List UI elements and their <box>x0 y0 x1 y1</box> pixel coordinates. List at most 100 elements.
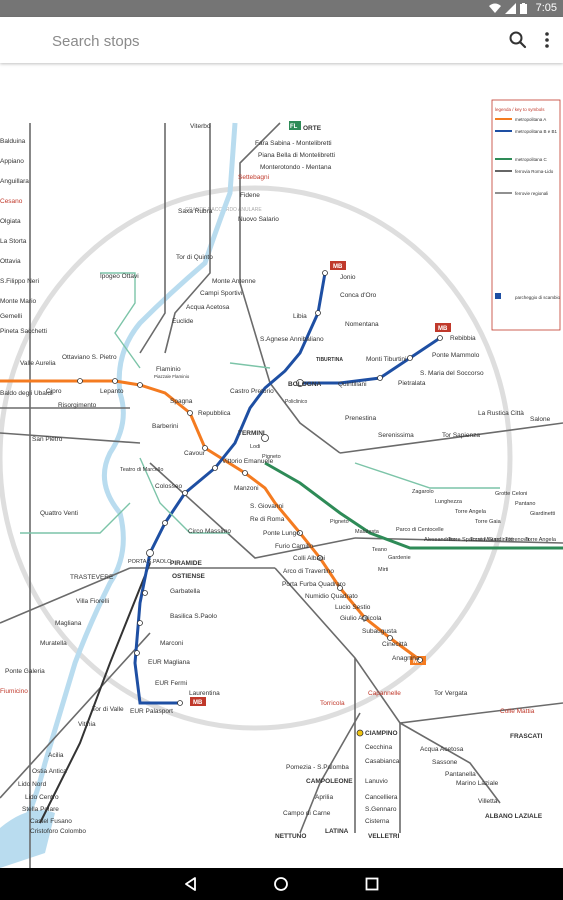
svg-text:Fiumicino: Fiumicino <box>0 688 28 695</box>
svg-text:Lucio Sestio: Lucio Sestio <box>335 604 371 611</box>
metro-map[interactable]: GRANDE RACCORDO ANULARE <box>0 63 563 868</box>
wifi-icon <box>489 3 501 13</box>
svg-text:La Rustica Città: La Rustica Città <box>478 410 524 417</box>
svg-text:Acilia: Acilia <box>48 752 64 759</box>
battery-icon <box>520 3 527 14</box>
svg-text:Lunghezza: Lunghezza <box>435 499 463 505</box>
svg-text:Salone: Salone <box>530 416 551 423</box>
svg-text:Furio Camillo: Furio Camillo <box>275 543 314 550</box>
svg-text:Rebibbia: Rebibbia <box>450 335 476 342</box>
svg-text:Anguillara: Anguillara <box>0 178 29 185</box>
svg-text:EUR Magliana: EUR Magliana <box>148 659 190 666</box>
svg-text:Grotte Celoni: Grotte Celoni <box>495 491 527 497</box>
more-vert-icon[interactable] <box>537 30 557 50</box>
tiber-river <box>17 122 238 835</box>
svg-text:Baldo degli Ubaldi: Baldo degli Ubaldi <box>0 390 52 397</box>
svg-text:CAMPOLEONE: CAMPOLEONE <box>306 778 353 785</box>
legend-title: legenda / key to symbols <box>495 107 545 112</box>
svg-text:Serenissima: Serenissima <box>378 432 414 439</box>
svg-text:Euclide: Euclide <box>172 318 194 325</box>
svg-text:Tor di Valle: Tor di Valle <box>92 706 124 713</box>
svg-text:Torre Angela: Torre Angela <box>455 509 487 515</box>
svg-text:Cristoforo Colombo: Cristoforo Colombo <box>30 828 86 835</box>
svg-text:MB: MB <box>193 700 203 706</box>
svg-text:Colosseo: Colosseo <box>155 483 182 490</box>
svg-text:Villetta: Villetta <box>478 798 498 805</box>
svg-text:Nomentana: Nomentana <box>345 321 379 328</box>
svg-text:S.Gennaro: S.Gennaro <box>365 806 397 813</box>
svg-text:Pigneto: Pigneto <box>330 519 349 525</box>
svg-text:Numidio Quadrato: Numidio Quadrato <box>305 593 358 600</box>
regional-lines <box>0 122 563 868</box>
svg-text:VELLETRI: VELLETRI <box>368 833 400 840</box>
svg-text:EUR Fermi: EUR Fermi <box>155 680 187 687</box>
home-icon[interactable] <box>272 875 290 893</box>
svg-text:Acqua Acetosa: Acqua Acetosa <box>186 304 230 311</box>
svg-text:ferrovia Roma-Lido: ferrovia Roma-Lido <box>515 169 554 174</box>
recents-icon[interactable] <box>363 875 381 893</box>
svg-text:PIRAMIDE: PIRAMIDE <box>170 560 202 567</box>
svg-text:Vitinia: Vitinia <box>78 721 96 728</box>
svg-text:Cisterna: Cisterna <box>365 818 390 825</box>
svg-text:ORTE: ORTE <box>303 125 322 132</box>
metro-map-svg[interactable]: GRANDE RACCORDO ANULARE <box>0 63 563 868</box>
svg-text:Circo Massimo: Circo Massimo <box>188 528 231 535</box>
svg-text:Marconi: Marconi <box>160 640 183 647</box>
svg-text:Giulio Agricola: Giulio Agricola <box>340 615 382 622</box>
svg-text:Pigneto: Pigneto <box>262 454 281 460</box>
line-a <box>0 379 421 662</box>
svg-text:Torrenova: Torrenova <box>505 537 530 543</box>
svg-text:Stella Polare: Stella Polare <box>22 806 59 813</box>
svg-text:Garbatella: Garbatella <box>170 588 200 595</box>
search-icon[interactable] <box>508 30 528 50</box>
svg-text:Mirti: Mirti <box>378 567 388 573</box>
svg-text:Prenestina: Prenestina <box>345 415 376 422</box>
svg-text:NETTUNO: NETTUNO <box>275 833 306 840</box>
svg-text:Nuovo Salario: Nuovo Salario <box>238 216 279 223</box>
svg-text:S.Filippo Neri: S.Filippo Neri <box>0 278 39 285</box>
svg-text:Laurentina: Laurentina <box>189 690 220 697</box>
svg-text:Repubblica: Repubblica <box>198 410 231 417</box>
svg-text:Piazzale Flaminio: Piazzale Flaminio <box>154 374 190 379</box>
svg-text:Quattro Venti: Quattro Venti <box>40 510 78 517</box>
svg-text:Ostia Antica: Ostia Antica <box>32 768 67 775</box>
svg-text:Giardinetti: Giardinetti <box>530 511 555 517</box>
svg-text:Appiano: Appiano <box>0 158 24 165</box>
svg-text:Barberini: Barberini <box>152 423 178 430</box>
svg-text:Lido Centro: Lido Centro <box>25 794 59 801</box>
svg-text:Vittorio Emanuele: Vittorio Emanuele <box>222 458 274 465</box>
station-labels: Flaminio Piazzale Flaminio Lepanto Ottav… <box>0 123 557 840</box>
svg-text:Casabianca: Casabianca <box>365 758 400 765</box>
svg-text:Monti Tiburtini: Monti Tiburtini <box>366 356 406 363</box>
svg-text:Jonio: Jonio <box>340 274 356 281</box>
svg-text:Anagnina: Anagnina <box>392 655 420 662</box>
search-input[interactable] <box>50 27 454 55</box>
svg-text:ALBANO LAZIALE: ALBANO LAZIALE <box>485 813 543 820</box>
svg-text:Flaminio: Flaminio <box>156 366 181 373</box>
svg-text:Colli Albani: Colli Albani <box>293 555 325 562</box>
svg-text:Ponte Mammolo: Ponte Mammolo <box>432 352 480 359</box>
app-toolbar <box>0 17 563 63</box>
svg-text:San Pietro: San Pietro <box>32 436 63 443</box>
svg-text:Pietralata: Pietralata <box>398 380 426 387</box>
svg-text:Manzoni: Manzoni <box>234 485 259 492</box>
svg-text:S. Maria del Soccorso: S. Maria del Soccorso <box>420 370 484 377</box>
svg-text:Cipro: Cipro <box>46 388 62 395</box>
back-icon[interactable] <box>182 875 200 893</box>
svg-text:Cavour: Cavour <box>184 450 206 457</box>
svg-text:Teatro di Marcello: Teatro di Marcello <box>120 467 163 473</box>
svg-text:metropolitana C: metropolitana C <box>515 157 548 162</box>
svg-text:Libia: Libia <box>293 313 307 320</box>
svg-text:Pantanella: Pantanella <box>445 771 476 778</box>
svg-text:Saxa Rubra: Saxa Rubra <box>178 208 213 215</box>
tram-lines <box>20 272 500 534</box>
line-c <box>264 461 563 550</box>
svg-text:Tor di Quinto: Tor di Quinto <box>176 254 213 261</box>
svg-text:Balduina: Balduina <box>0 138 26 145</box>
svg-text:CIAMPINO: CIAMPINO <box>365 730 398 737</box>
svg-text:Monterotondo - Mentana: Monterotondo - Mentana <box>260 164 332 171</box>
svg-text:S. Giovanni: S. Giovanni <box>250 503 284 510</box>
svg-text:Tor Vergata: Tor Vergata <box>434 690 468 697</box>
svg-text:Cinecittà: Cinecittà <box>382 641 408 648</box>
svg-text:PORTA S.PAOLO: PORTA S.PAOLO <box>128 559 172 565</box>
